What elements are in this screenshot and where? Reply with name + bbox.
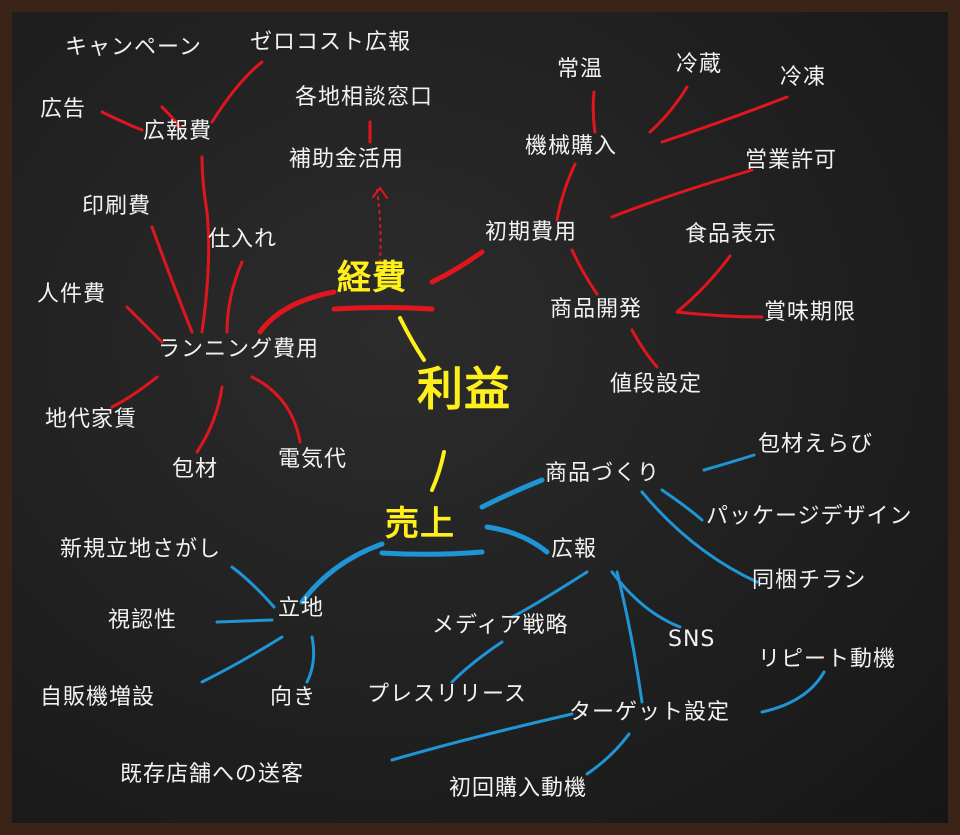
node-sns: SNS bbox=[668, 627, 716, 652]
link-running-printing bbox=[150, 225, 194, 334]
hub-node-sales: 売上 bbox=[385, 504, 455, 544]
node-business-license: 営業許可 bbox=[745, 148, 838, 173]
node-packaging-selection: 包材えらび bbox=[758, 432, 874, 457]
link-initial-license bbox=[610, 168, 754, 219]
node-electricity: 電気代 bbox=[278, 447, 348, 472]
node-pricing: 値段設定 bbox=[610, 372, 703, 397]
node-orientation: 向き bbox=[270, 685, 317, 710]
link-media-press bbox=[450, 640, 504, 684]
mind-map-connectors bbox=[100, 60, 826, 776]
link-expenses-running bbox=[257, 289, 337, 335]
link-pr-target bbox=[615, 570, 644, 704]
node-initial-cost: 初期費用 bbox=[485, 220, 578, 245]
underline-sales bbox=[379, 549, 485, 557]
node-new-location-search: 新規立地さがし bbox=[60, 537, 222, 562]
link-initial-productdev bbox=[570, 248, 599, 296]
link-initial-machine bbox=[555, 162, 577, 222]
node-expiration-date: 賞味期限 bbox=[764, 300, 857, 325]
node-repeat-motive: リピート動機 bbox=[758, 647, 897, 672]
node-product-making: 商品づくり bbox=[545, 461, 661, 486]
node-consultation-desk: 各地相談窓口 bbox=[295, 85, 434, 110]
node-food-labeling: 食品表示 bbox=[685, 222, 778, 247]
node-purchasing: 仕入れ bbox=[208, 227, 278, 252]
node-product-development: 商品開発 bbox=[550, 297, 643, 322]
node-zero-cost-pr: ゼロコスト広報 bbox=[250, 30, 412, 55]
link-target-firstpurchase bbox=[585, 732, 631, 776]
link-running-ad bbox=[200, 155, 211, 334]
node-first-purchase-motive: 初回購入動機 bbox=[449, 776, 588, 801]
node-rent: 地代家賃 bbox=[45, 407, 138, 432]
node-frozen: 冷凍 bbox=[780, 65, 827, 90]
link-productdev-labeling bbox=[675, 254, 732, 314]
link-machine-refrigerated bbox=[648, 85, 689, 134]
node-pr: 広報 bbox=[551, 537, 598, 562]
link-ad-zerocost bbox=[210, 60, 264, 124]
link-productmaking-packaging bbox=[702, 453, 756, 472]
node-press-release: プレスリリース bbox=[367, 682, 527, 707]
link-ad-advertising bbox=[100, 110, 144, 132]
link-running-electricity bbox=[250, 375, 302, 444]
hub-node-expenses: 経費 bbox=[337, 258, 407, 298]
link-ad-campaign bbox=[160, 105, 182, 130]
link-location-orientation bbox=[305, 635, 316, 684]
link-productmaking-design bbox=[660, 488, 704, 522]
link-running-purchasing bbox=[225, 260, 244, 334]
node-printing-cost: 印刷費 bbox=[82, 194, 152, 219]
link-productmaking-flyer bbox=[640, 490, 759, 584]
link-productdev-expiration bbox=[675, 310, 764, 319]
node-labor-cost: 人件費 bbox=[37, 282, 107, 307]
node-enclosed-flyer: 同梱チラシ bbox=[752, 568, 867, 593]
link-location-newsearch bbox=[230, 565, 276, 609]
link-running-packaging bbox=[195, 385, 224, 454]
link-machine-frozen bbox=[660, 95, 789, 144]
link-sales-productmaking bbox=[479, 477, 545, 510]
center-node-profit: 利益 bbox=[417, 362, 511, 416]
node-refrigerated: 冷蔵 bbox=[676, 52, 723, 77]
link-target-repeat bbox=[760, 670, 826, 714]
node-campaign: キャンペーン bbox=[65, 35, 202, 60]
link-target-referral bbox=[390, 712, 574, 762]
link-running-labor bbox=[125, 305, 164, 344]
underline-expenses bbox=[331, 305, 435, 312]
node-machine-purchase: 機械購入 bbox=[525, 134, 618, 159]
link-location-visibility bbox=[215, 618, 274, 624]
node-advertising: 広告 bbox=[40, 97, 87, 122]
node-room-temp: 常温 bbox=[557, 57, 604, 82]
link-sales-pr bbox=[484, 524, 550, 555]
link-expenses-subsidy bbox=[376, 189, 382, 263]
node-running-cost: ランニング費用 bbox=[158, 337, 320, 362]
node-location: 立地 bbox=[278, 596, 325, 621]
node-ad-cost: 広報費 bbox=[143, 119, 213, 144]
link-running-rent bbox=[110, 375, 159, 409]
node-target-setting: ターゲット設定 bbox=[569, 700, 731, 725]
link-sales-location bbox=[299, 541, 385, 605]
link-machine-roomtemp bbox=[591, 90, 597, 134]
node-media-strategy: メディア戦略 bbox=[432, 613, 569, 638]
node-vending-expansion: 自販機増設 bbox=[40, 685, 156, 710]
node-visibility: 視認性 bbox=[108, 608, 178, 633]
link-profit-sales bbox=[430, 450, 446, 492]
link-productdev-pricing bbox=[630, 328, 659, 369]
arrowhead-subsidy bbox=[372, 186, 388, 199]
link-expenses-initial bbox=[429, 249, 485, 285]
node-packaging-cost: 包材 bbox=[172, 457, 219, 482]
link-location-vending bbox=[200, 635, 284, 684]
chalkboard: 利益 経費 初期費用 機械購入 常温 冷蔵 冷凍 営業許可 商品開発 食品表示 … bbox=[12, 12, 948, 823]
link-profit-expenses bbox=[398, 316, 426, 362]
node-store-referral: 既存店舗への送客 bbox=[120, 762, 305, 787]
node-subsidy-usage: 補助金活用 bbox=[289, 147, 405, 172]
link-pr-media bbox=[510, 570, 589, 619]
node-package-design: パッケージデザイン bbox=[706, 504, 913, 529]
